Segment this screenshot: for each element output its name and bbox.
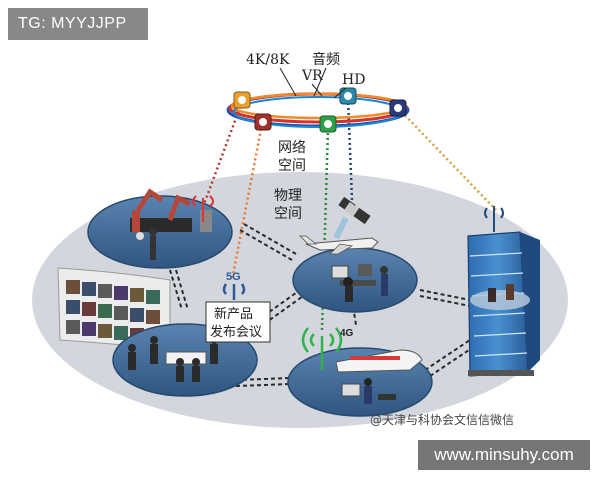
label-network-space-1: 网络 xyxy=(278,140,306,156)
radio-tower-4g-icon xyxy=(301,327,343,370)
label-4k8k: 4K/8K xyxy=(246,52,290,68)
uplinks xyxy=(198,97,497,331)
label-pointers xyxy=(279,67,347,99)
source-tag: @天津与科协会文信信微信 xyxy=(370,412,514,427)
building-antenna-icon xyxy=(484,206,504,232)
badge-4g: 4G xyxy=(340,328,354,339)
launch-label-line2: 发布会议 xyxy=(210,324,262,340)
platform-rail xyxy=(287,347,433,417)
platform-aviation xyxy=(292,235,418,313)
label-hd: HD xyxy=(342,72,365,88)
label-physical-space-2: 空间 xyxy=(274,206,302,222)
platform-links xyxy=(169,223,476,387)
radio-tower-icon xyxy=(192,195,214,222)
launch-label-line1: 新产品 xyxy=(214,306,253,322)
watermark-top-left: TG: MYYJJPP xyxy=(8,8,148,40)
label-network-space-2: 空间 xyxy=(278,158,306,174)
video-wall xyxy=(57,267,171,351)
label-vr: VR xyxy=(301,68,323,84)
label-physical-space-1: 物理 xyxy=(274,188,302,204)
launch-label-box: 新产品 发布会议 xyxy=(205,301,271,343)
ring-nodes xyxy=(233,87,407,133)
satellite-icon xyxy=(333,196,371,240)
badge-5g: 5G xyxy=(226,271,241,283)
label-audio: 音频 xyxy=(312,51,340,68)
radio-tower-5g-icon xyxy=(222,283,246,300)
office-building xyxy=(467,206,540,377)
watermark-bottom-right: www.minsuhy.com xyxy=(418,440,590,470)
platform-industrial xyxy=(87,188,233,269)
